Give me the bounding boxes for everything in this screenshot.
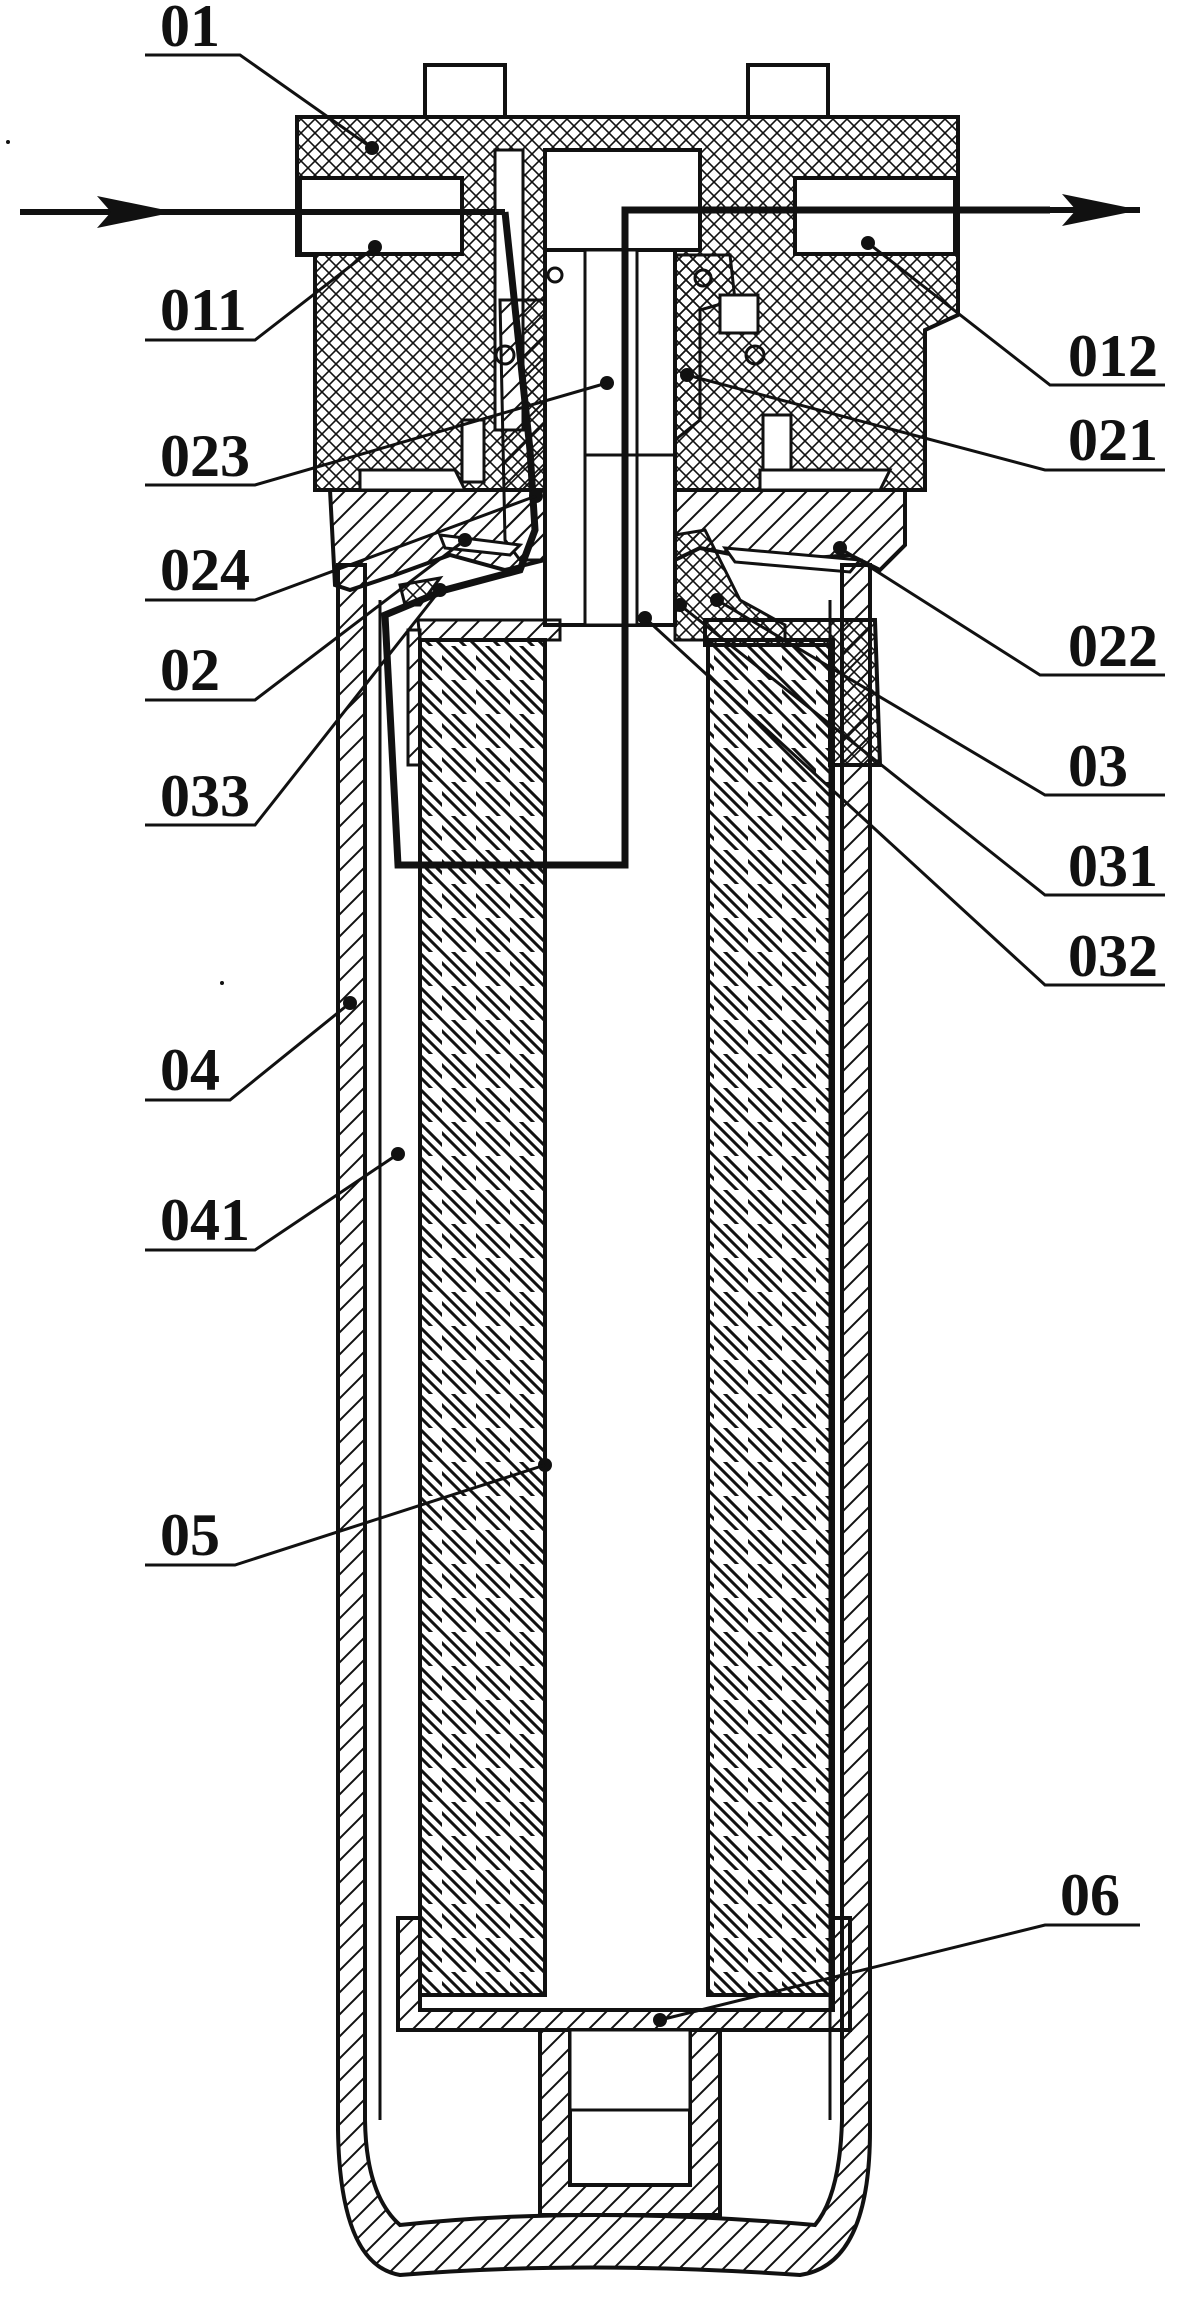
label-041: 041 <box>160 1187 250 1253</box>
label-023: 023 <box>160 423 250 489</box>
label-033: 033 <box>160 763 250 829</box>
label-031: 031 <box>1068 833 1158 899</box>
label-05: 05 <box>160 1502 220 1568</box>
filter-core-right <box>706 638 835 1997</box>
part-labels: 01 011 012 021 023 024 02 022 033 03 031… <box>160 0 1158 1928</box>
filter-core-left <box>418 638 547 1997</box>
label-024: 024 <box>160 537 250 603</box>
collar-ring <box>327 468 907 593</box>
label-06: 06 <box>1060 1862 1120 1928</box>
leader-lines <box>145 53 1165 2022</box>
central-valve-stem <box>460 248 793 627</box>
label-03: 03 <box>1068 733 1128 799</box>
scan-specks <box>6 140 224 985</box>
label-021: 021 <box>1068 407 1158 473</box>
outlet-port <box>793 176 957 256</box>
outer-housing <box>336 563 872 2278</box>
label-012: 012 <box>1068 323 1158 389</box>
label-04: 04 <box>160 1037 220 1103</box>
label-022: 022 <box>1068 613 1158 679</box>
inlet-port <box>298 176 464 256</box>
cartridge-bottom-cap <box>396 1916 852 2217</box>
label-032: 032 <box>1068 923 1158 989</box>
label-01: 01 <box>160 0 220 59</box>
label-011: 011 <box>160 277 247 343</box>
upper-seal-block <box>398 528 787 642</box>
label-02: 02 <box>160 637 220 703</box>
